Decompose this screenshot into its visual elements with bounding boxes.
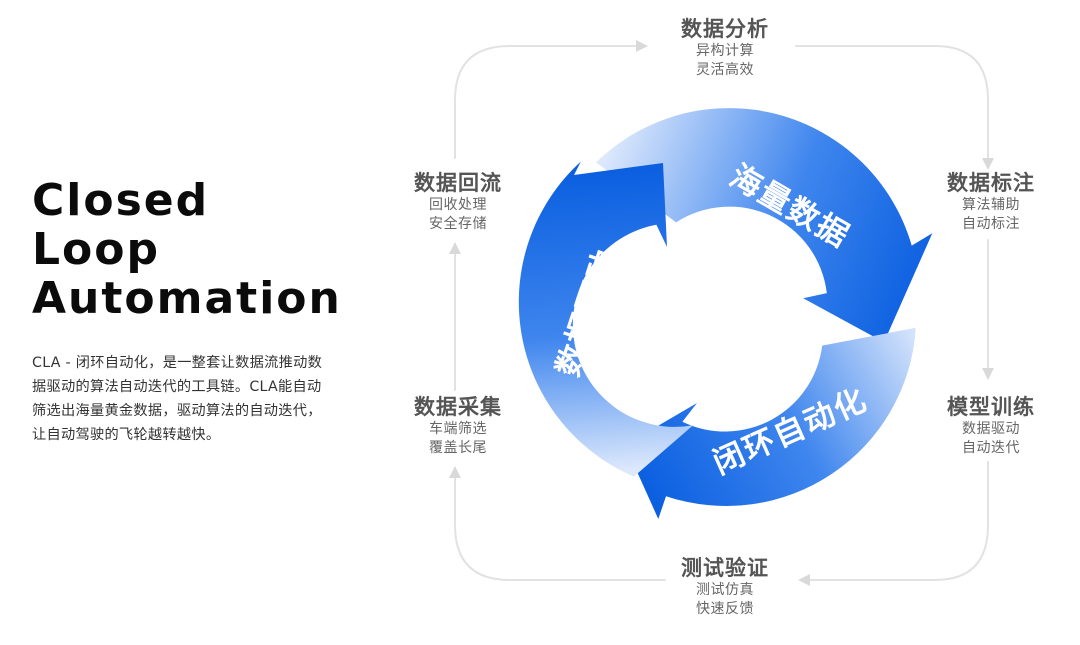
node-title: 数据采集: [414, 395, 502, 419]
node-title: 数据分析: [681, 17, 769, 41]
node-subtitle: 回收处理: [429, 197, 487, 213]
arrowhead-up-icon: [449, 466, 461, 478]
arrowhead-down-icon: [982, 158, 994, 170]
node-subtitle: 数据驱动: [962, 421, 1020, 437]
connector-verification-to-collection: [454, 477, 666, 581]
cycle-ring: 海量数据 闭环自动化 数据驱动: [518, 108, 933, 519]
title-line-2: Loop: [32, 224, 160, 275]
description-paragraph: CLA - 闭环自动化，是一整套让数据流推动数 据驱动的算法自动迭代的工具链。C…: [32, 351, 382, 447]
node-test-verification: 测试验证 测试仿真 快速反馈: [655, 555, 795, 619]
node-model-training: 模型训练 数据驱动 自动迭代: [921, 394, 1061, 458]
node-title: 测试验证: [681, 556, 769, 580]
node-subtitle: 异构计算: [696, 43, 754, 59]
description-line: 据驱动的算法自动迭代的工具链。CLA能自动: [32, 379, 322, 395]
arrowhead-left-icon: [798, 574, 810, 586]
title-line-3: Automation: [32, 273, 342, 324]
ring-arrow-top: [596, 108, 933, 343]
ring-arrow-left: [518, 161, 694, 477]
description-line: 让自动驾驶的飞轮越转越快。: [32, 427, 221, 443]
arrowhead-right-icon: [636, 40, 648, 52]
node-title: 数据回流: [414, 171, 502, 195]
ring-arrow-bottom: [625, 327, 916, 519]
connector-arrowheads: [449, 40, 994, 586]
arrowhead-up-icon: [449, 242, 461, 254]
node-subtitle: 灵活高效: [696, 62, 754, 78]
description-line: 筛选出海量黄金数据，驱动算法的自动迭代，: [32, 403, 322, 419]
node-subtitle: 覆盖长尾: [429, 440, 487, 456]
node-subtitle: 安全存储: [429, 216, 487, 232]
page-title: Closed Loop Automation: [32, 176, 342, 323]
node-subtitle: 车端筛选: [429, 421, 487, 437]
node-subtitle: 快速反馈: [696, 601, 754, 617]
connector-analysis-to-annotation: [795, 45, 989, 159]
connector-training-to-verification: [809, 461, 989, 581]
node-subtitle: 自动迭代: [962, 440, 1020, 456]
connector-loop: [454, 45, 989, 581]
description-line: CLA - 闭环自动化，是一整套让数据流推动数: [32, 355, 323, 371]
title-line-1: Closed: [32, 175, 210, 226]
node-title: 数据标注: [947, 171, 1035, 195]
node-data-collection: 数据采集 车端筛选 覆盖长尾: [388, 394, 528, 458]
node-subtitle: 测试仿真: [696, 582, 754, 598]
arrowhead-down-icon: [982, 368, 994, 380]
node-subtitle: 自动标注: [962, 216, 1020, 232]
node-subtitle: 算法辅助: [962, 197, 1020, 213]
node-data-annotation: 数据标注 算法辅助 自动标注: [921, 170, 1061, 234]
node-data-reflow: 数据回流 回收处理 安全存储: [388, 170, 528, 234]
node-data-analysis: 数据分析 异构计算 灵活高效: [655, 16, 795, 80]
node-title: 模型训练: [947, 395, 1035, 419]
connector-reflow-to-analysis: [454, 45, 637, 159]
